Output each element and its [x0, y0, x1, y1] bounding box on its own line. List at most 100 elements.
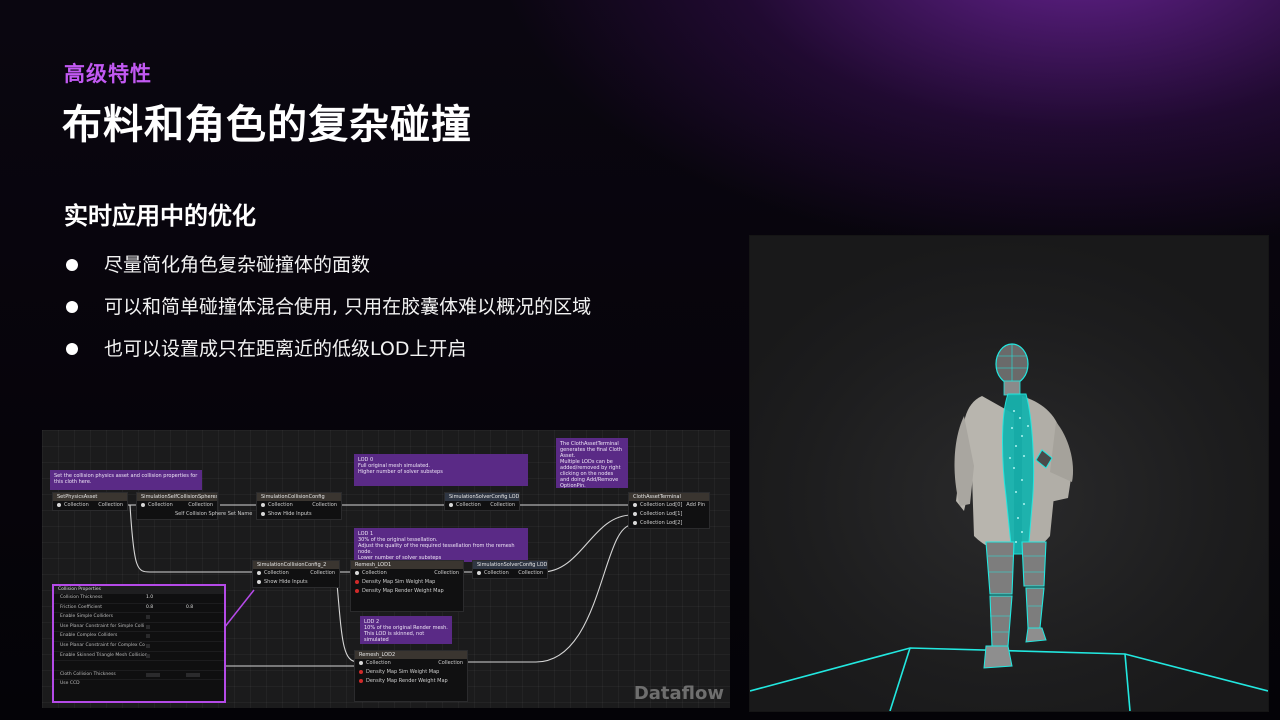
input-pin-icon[interactable] — [477, 570, 481, 575]
property-row[interactable]: Cloth Collision Thickness — [54, 671, 224, 681]
input-pin-icon[interactable] — [57, 502, 61, 507]
dataflow-watermark: Dataflow — [633, 683, 724, 704]
pin-label: Collection — [434, 570, 459, 576]
property-row — [54, 661, 224, 671]
pin-label: Show Hide Inputs — [264, 579, 308, 585]
input-pin-icon[interactable] — [261, 502, 265, 507]
bullet-text: 可以和简单碰撞体混合使用, 只用在胶囊体难以概况的区域 — [104, 296, 592, 318]
node-title: ClothAssetTerminal — [629, 493, 709, 501]
input-pin-icon[interactable] — [359, 660, 363, 665]
character-render — [750, 343, 1268, 711]
pin-label: Density Map Sim Weight Map — [366, 669, 440, 675]
graph-comment: The ClothAssetTerminal generates the fin… — [556, 438, 628, 489]
checkbox[interactable] — [146, 624, 150, 629]
weight-map-pin-icon[interactable] — [355, 588, 359, 593]
node-remesh-lod2[interactable]: Remesh_LOD2 Collection Collection Density… — [354, 650, 468, 702]
bullet-dot-icon — [66, 259, 78, 271]
bullet-text: 也可以设置成只在距离近的低级LOD上开启 — [104, 338, 467, 360]
bullet-item: 可以和简单碰撞体混合使用, 只用在胶囊体难以概况的区域 — [64, 292, 591, 334]
node-title: SimulationCollisionConfig — [257, 493, 341, 501]
pin-label: Collection — [188, 502, 213, 508]
property-value[interactable]: 1.0 — [146, 595, 154, 600]
property-value[interactable] — [146, 672, 160, 677]
input-pin-icon[interactable] — [633, 520, 637, 525]
property-label: Enable Complex Colliders — [60, 633, 118, 639]
node-title: SimulationCollisionConfig_2 — [253, 561, 339, 569]
pin-label: Collection Lod[0] — [640, 502, 683, 508]
pin-label: Collection Lod[2] — [640, 520, 683, 526]
node-solver-config-lod0[interactable]: SimulationSolverConfig LOD0 Collection Co… — [444, 492, 520, 511]
character-viewport[interactable] — [749, 235, 1269, 712]
property-row[interactable]: Enable Simple Colliders — [54, 613, 224, 623]
node-title: SimulationSolverConfig LOD1 — [473, 561, 547, 569]
input-pin-icon[interactable] — [449, 502, 453, 507]
property-row[interactable]: Use Planar Constraint for Simple Colli — [54, 623, 224, 633]
input-pin-icon[interactable] — [633, 511, 637, 516]
property-row[interactable]: Use CCD — [54, 680, 224, 689]
weight-map-pin-icon[interactable] — [359, 678, 363, 683]
graph-comment: LOD 1 30% of the original tessellation. … — [354, 528, 528, 562]
property-row[interactable]: Use Planar Constraint for Complex Co — [54, 642, 224, 652]
graph-wires — [52, 504, 633, 667]
pin-label: Collection — [268, 502, 293, 508]
property-label: Cloth Collision Thickness — [60, 671, 116, 677]
property-label: Enable Skinned Triangle Mesh Collision — [60, 652, 148, 658]
toggle-pin-icon[interactable] — [261, 511, 265, 516]
property-row[interactable]: Enable Skinned Triangle Mesh Collision — [54, 652, 224, 662]
pin-label: Collection — [438, 660, 463, 666]
property-row[interactable]: Enable Complex Colliders — [54, 632, 224, 642]
collision-properties-panel[interactable]: Collision Properties Collision Thickness… — [52, 584, 226, 703]
slide-kicker: 高级特性 — [64, 62, 152, 86]
checkbox[interactable] — [146, 643, 150, 648]
graph-comment: LOD 2 10% of the original Render mesh. T… — [360, 616, 452, 644]
property-value[interactable]: 0.8 — [146, 604, 154, 610]
checkbox[interactable] — [146, 653, 150, 658]
property-value[interactable] — [186, 672, 200, 677]
node-title: Remesh_LOD2 — [355, 651, 467, 659]
bullet-item: 也可以设置成只在距离近的低级LOD上开启 — [64, 334, 591, 376]
bullet-dot-icon — [66, 343, 78, 355]
node-title: SimulationSolverConfig LOD0 — [445, 493, 519, 501]
input-pin-icon[interactable] — [633, 502, 637, 507]
add-pin-button[interactable]: Add Pin — [686, 502, 705, 508]
node-title: SetPhysicsAsset — [53, 493, 127, 501]
dataflow-graph-panel[interactable]: Set the collision physics asset and coll… — [42, 430, 730, 708]
pin-label: Collection Lod[1] — [640, 511, 683, 517]
node-cloth-asset-terminal[interactable]: ClothAssetTerminal Collection Lod[0]Add … — [628, 492, 710, 529]
input-pin-icon[interactable] — [141, 502, 145, 507]
properties-header: Collision Properties — [54, 586, 224, 594]
slide-title: 布料和角色的复杂碰撞 — [62, 102, 472, 148]
graph-comment: Set the collision physics asset and coll… — [50, 470, 202, 490]
input-pin-icon[interactable] — [355, 570, 359, 575]
property-label: Use Planar Constraint for Simple Colli — [60, 623, 145, 629]
bullet-list: 尽量简化角色复杂碰撞体的面数 可以和简单碰撞体混合使用, 只用在胶囊体难以概况的… — [64, 250, 591, 376]
pin-label: Collection — [456, 502, 481, 508]
graph-comment: LOD 0 Full original mesh simulated. High… — [354, 454, 528, 486]
input-pin-icon[interactable] — [257, 570, 261, 575]
weight-map-pin-icon[interactable] — [359, 669, 363, 674]
weight-map-pin-icon[interactable] — [355, 579, 359, 584]
pin-label: Collection — [366, 660, 391, 666]
wire — [335, 571, 359, 663]
ground-outline-icon — [750, 647, 1268, 711]
pin-label: Collection — [490, 502, 515, 508]
pin-label: Collection — [518, 570, 543, 576]
bullet-dot-icon — [66, 301, 78, 313]
checkbox[interactable] — [146, 634, 150, 639]
checkbox[interactable] — [146, 615, 150, 620]
toggle-pin-icon[interactable] — [257, 579, 261, 584]
node-self-collision-config[interactable]: SimulationSelfCollisionSpheresConfig Col… — [136, 492, 252, 520]
pin-label: Density Map Sim Weight Map — [362, 579, 436, 585]
pin-label: Collection — [148, 502, 173, 508]
property-value[interactable]: 0.8 — [186, 604, 194, 610]
property-label: Use CCD — [60, 681, 80, 687]
highlight-arrow — [223, 589, 255, 629]
bullet-item: 尽量简化角色复杂碰撞体的面数 — [64, 250, 591, 292]
